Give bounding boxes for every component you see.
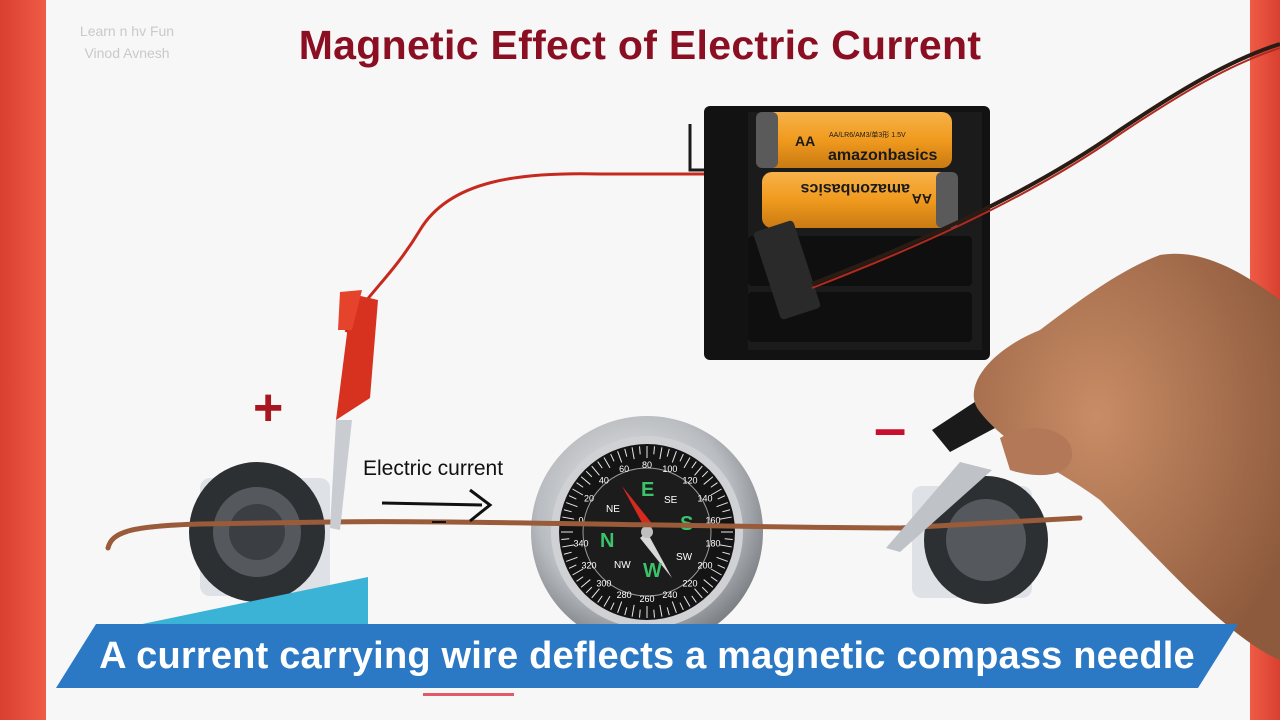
compass-letter-n: N: [600, 530, 614, 552]
compass-degree-label: 320: [581, 561, 596, 571]
caption-banner: [56, 624, 1238, 688]
caption-underline: [423, 693, 514, 696]
compass-degree-label: 20: [584, 494, 594, 504]
battery-size-label: AA: [795, 133, 815, 149]
battery-spec-label: AA/LR6/AM3/单3形 1.5V: [829, 130, 906, 139]
compass-degree-label: 220: [683, 578, 698, 588]
compass-degree-label: 160: [705, 515, 720, 525]
compass-degree-label: 120: [683, 476, 698, 486]
channel-watermark: Learn n hv Fun Vinod Avnesh: [62, 20, 192, 64]
compass-degree-label: 340: [574, 539, 589, 549]
right-magnet-stand: [912, 476, 1048, 604]
battery-size-label-2: AA: [912, 191, 932, 207]
left-magnet-stand: [189, 462, 330, 602]
left-red-clip: [330, 290, 378, 530]
negative-terminal-label: –: [874, 396, 907, 461]
page-title: Magnetic Effect of Electric Current: [298, 22, 982, 68]
compass-degree-label: 200: [698, 561, 713, 571]
compass-degree-label: 300: [596, 578, 611, 588]
compass-degree-label: 80: [642, 460, 652, 470]
compass-letter-ne: NE: [606, 504, 620, 515]
compass-letter-w: W: [643, 560, 662, 582]
compass-degree-label: 260: [639, 594, 654, 604]
compass-letter-e: E: [641, 479, 654, 501]
copper-wire: [105, 515, 1083, 551]
compass-degree-label: 180: [705, 539, 720, 549]
compass-degree-label: 60: [619, 464, 629, 474]
watermark-line-1: Learn n hv Fun: [79, 23, 175, 39]
electric-current-label: Electric current: [363, 457, 504, 480]
compass-degree-label: 280: [617, 590, 632, 600]
battery-holder: AA AA/LR6/AM3/单3形 1.5V amazonbasics AA a…: [704, 106, 990, 360]
red-wire: [344, 172, 704, 333]
compass-degree-label: 140: [698, 494, 713, 504]
current-direction-arrow: [381, 488, 493, 523]
watermark-line-2: Vinod Avnesh: [84, 45, 170, 61]
battery-brand-label-2: amazonbasics: [801, 180, 910, 197]
compass-needle-north: [622, 486, 654, 532]
compass-degree-label: 100: [662, 464, 677, 474]
compass-letter-nw: NW: [614, 560, 631, 571]
compass-needle-south: [640, 532, 672, 578]
caption-text: A current carrying wire deflects a magne…: [99, 635, 1195, 677]
black-red-wire: [811, 42, 1280, 286]
compass-letter-se: SE: [664, 495, 678, 506]
red-background-left: [0, 0, 46, 720]
positive-terminal-label: +: [253, 379, 284, 437]
hand: [973, 253, 1280, 661]
compass-degree-label: 40: [599, 476, 609, 486]
compass-letter-sw: SW: [676, 552, 693, 563]
battery-top: [756, 112, 952, 168]
compass-degree-label: 240: [662, 590, 677, 600]
compass-degree-label: 0: [579, 515, 584, 525]
battery-brand-label: amazonbasics: [828, 147, 937, 164]
battery-bottom: [762, 172, 958, 228]
right-clip-and-hand: [886, 253, 1280, 661]
